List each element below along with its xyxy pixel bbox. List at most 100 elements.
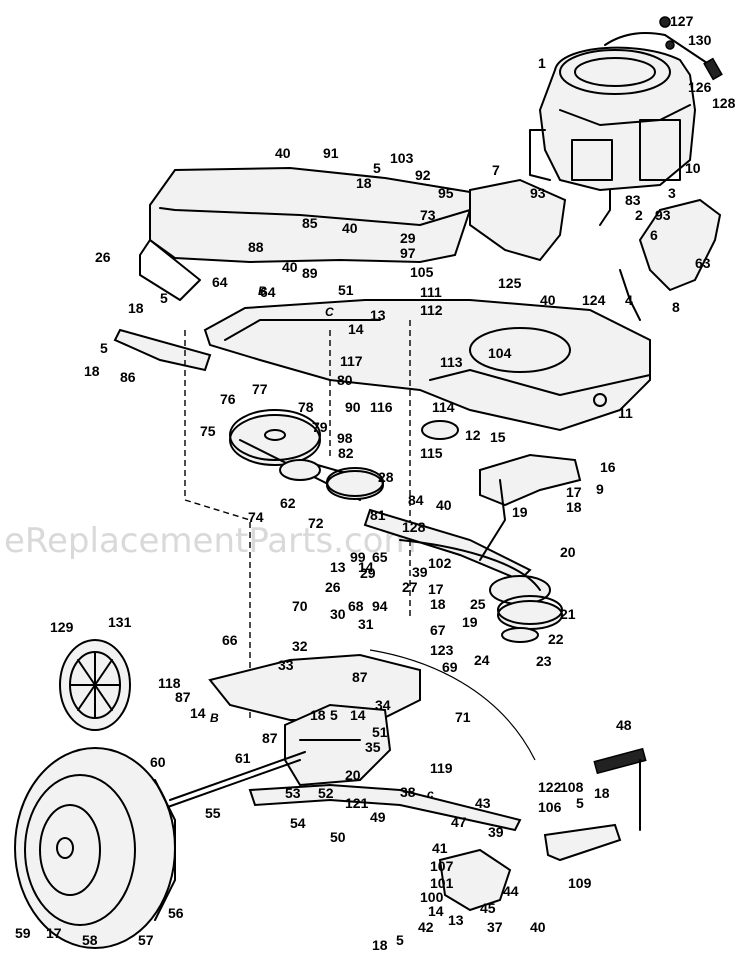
callout-label: 80 [337, 372, 353, 388]
callout-label: 104 [488, 345, 512, 361]
callout-label: 75 [200, 423, 216, 439]
callout-label: 38 [400, 784, 416, 800]
callout-label: 94 [372, 598, 388, 614]
bracket-16 [479, 453, 582, 507]
callout-label: 68 [348, 598, 364, 614]
callout-label: 87 [352, 669, 368, 685]
tube-109 [543, 823, 622, 862]
callout-label: 19 [462, 614, 478, 630]
callout-label: 40 [530, 919, 546, 935]
callout-label: 122 [538, 779, 562, 795]
callout-label: 21 [560, 606, 576, 622]
callout-label: 18 [84, 363, 100, 379]
callout-label: 19 [512, 504, 528, 520]
axle [169, 751, 306, 801]
callout-label: 40 [540, 292, 556, 308]
callout-label: 74 [248, 509, 264, 525]
throttle-cable [604, 16, 723, 81]
callout-label: 52 [318, 785, 334, 801]
wheel-cover [59, 639, 131, 731]
callout-label: 17 [566, 484, 582, 500]
callout-label: 29 [400, 230, 416, 246]
pulley-21 [497, 595, 563, 643]
callout-label: 10 [685, 160, 701, 176]
callout-label: 27 [402, 579, 418, 595]
pulley-114 [421, 420, 459, 440]
callout-label: 5 [160, 290, 168, 306]
callout-label: 114 [432, 399, 455, 415]
callout-label: 79 [312, 419, 328, 435]
callout-label: 18 [594, 785, 610, 801]
callout-label: 18 [128, 300, 144, 316]
callout-label: 76 [220, 391, 236, 407]
callout-label: 40 [282, 259, 298, 275]
callout-label: 97 [400, 245, 416, 261]
callout-label: 8 [672, 299, 680, 315]
transaxle [208, 653, 421, 787]
callout-label: 44 [503, 883, 519, 899]
callout-label: 70 [292, 598, 308, 614]
callout-label: 93 [655, 207, 671, 223]
callout-label: 16 [600, 459, 616, 475]
callout-label: 14 [428, 903, 444, 919]
callout-label: 14 [358, 559, 374, 575]
callout-label: 108 [560, 779, 584, 795]
side-bracket [638, 198, 722, 292]
callout-label: 1 [538, 55, 546, 71]
callout-label: 37 [487, 919, 503, 935]
callout-label: 51 [338, 282, 354, 298]
callout-label: 40 [436, 497, 452, 513]
callout-label: 5 [330, 707, 338, 723]
callout-label: 73 [420, 207, 436, 223]
callout-label: 49 [370, 809, 386, 825]
callout-label: 9 [596, 481, 604, 497]
callout-label: 93 [530, 185, 546, 201]
callout-label: 33 [278, 657, 294, 673]
callout-label: 45 [480, 900, 496, 916]
callout-label: 54 [290, 815, 306, 831]
callout-label: 51 [372, 724, 388, 740]
callout-label: 116 [370, 399, 393, 415]
callout-label: 109 [568, 875, 592, 891]
callout-label: 67 [430, 622, 446, 638]
callout-label: 17 [428, 581, 444, 597]
callout-label: 62 [280, 495, 296, 511]
callout-label: 99 [350, 549, 366, 565]
callout-label: 90 [345, 399, 361, 415]
callout-label: 40 [342, 220, 358, 236]
callout-label: 124 [582, 292, 606, 308]
callout-label: 42 [418, 919, 434, 935]
callout-label: 6 [650, 227, 658, 243]
callout-labels: 127 130 1 126 128 40 91 5 103 18 92 7 95… [15, 13, 736, 953]
callout-label: 13 [330, 559, 346, 575]
callout-label: 18 [430, 596, 446, 612]
callout-label: 95 [438, 185, 454, 201]
callout-label: 14 [190, 705, 206, 721]
callout-label: 92 [415, 167, 431, 183]
callout-label: 102 [428, 555, 452, 571]
callout-label: 58 [82, 932, 98, 948]
callout-label: 85 [302, 215, 318, 231]
rear-tire [14, 747, 176, 949]
callout-label: 65 [372, 549, 388, 565]
callout-label: 119 [430, 760, 453, 776]
callout-label: 7 [492, 162, 500, 178]
callout-label: 123 [430, 642, 454, 658]
callout-label: 125 [498, 275, 522, 291]
callout-label: B [210, 711, 219, 725]
engine-assembly [529, 46, 697, 226]
callout-label: 3 [668, 185, 676, 201]
tube [619, 269, 641, 321]
callout-label: 5 [100, 340, 108, 356]
hood-panel [139, 166, 471, 301]
callout-label: 13 [370, 307, 386, 323]
callout-label: 26 [325, 579, 341, 595]
callout-label: 12 [465, 427, 481, 443]
callout-label: 129 [50, 619, 74, 635]
engine-shield [469, 178, 567, 262]
callout-label: 25 [470, 596, 486, 612]
callout-label: 81 [370, 507, 386, 523]
callout-label: 86 [120, 369, 136, 385]
callout-label: 91 [323, 145, 339, 161]
